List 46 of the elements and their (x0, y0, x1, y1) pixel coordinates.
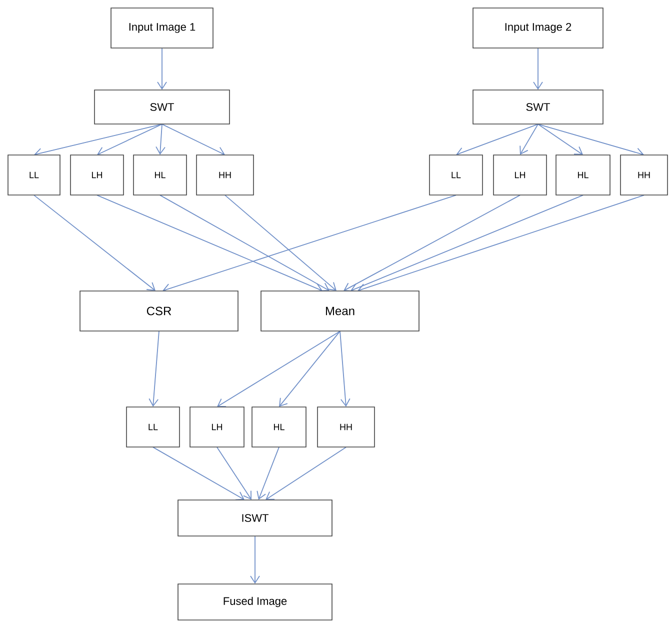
arrow (358, 194, 644, 294)
process-box: LH (190, 406, 244, 448)
process-box: Input Image 2 (472, 8, 604, 48)
arrow (34, 194, 156, 291)
process-box: HL (133, 154, 187, 196)
arrow (533, 48, 543, 90)
arrow (96, 194, 322, 292)
arrow (266, 446, 346, 500)
arrow (279, 330, 340, 407)
process-box: HH (196, 154, 254, 196)
arrow (148, 330, 160, 407)
arrow (224, 194, 336, 291)
arrow (350, 194, 584, 292)
process-box: HL (556, 154, 610, 196)
arrow (456, 124, 538, 157)
arrow (160, 194, 330, 292)
arrow (520, 124, 538, 155)
arrow (256, 446, 280, 500)
arrow (156, 124, 166, 155)
arrow (340, 330, 350, 407)
arrow (162, 194, 456, 294)
process-box: LL (429, 154, 483, 196)
process-box: SWT (472, 90, 604, 124)
process-box: HH (620, 154, 668, 196)
process-box: LH (70, 154, 124, 196)
process-box: HL (252, 406, 306, 448)
arrow (344, 194, 520, 292)
arrow (538, 124, 644, 158)
process-box: CSR (80, 290, 238, 332)
arrow (162, 124, 225, 156)
process-box: ISWT (178, 500, 332, 536)
process-box: LL (8, 154, 60, 196)
arrow (97, 124, 162, 156)
process-box: SWT (94, 90, 230, 124)
process-box: LH (493, 154, 547, 196)
arrow (538, 124, 583, 155)
arrow (250, 536, 260, 584)
arrow (152, 446, 244, 500)
process-box: Input Image 1 (110, 8, 214, 48)
process-box: Mean (260, 290, 420, 332)
arrow (157, 48, 167, 90)
process-box: HH (317, 406, 375, 448)
arrow (216, 446, 252, 500)
arrow (217, 330, 340, 407)
process-box: LL (126, 406, 180, 448)
process-box: Fused Image (178, 584, 332, 620)
